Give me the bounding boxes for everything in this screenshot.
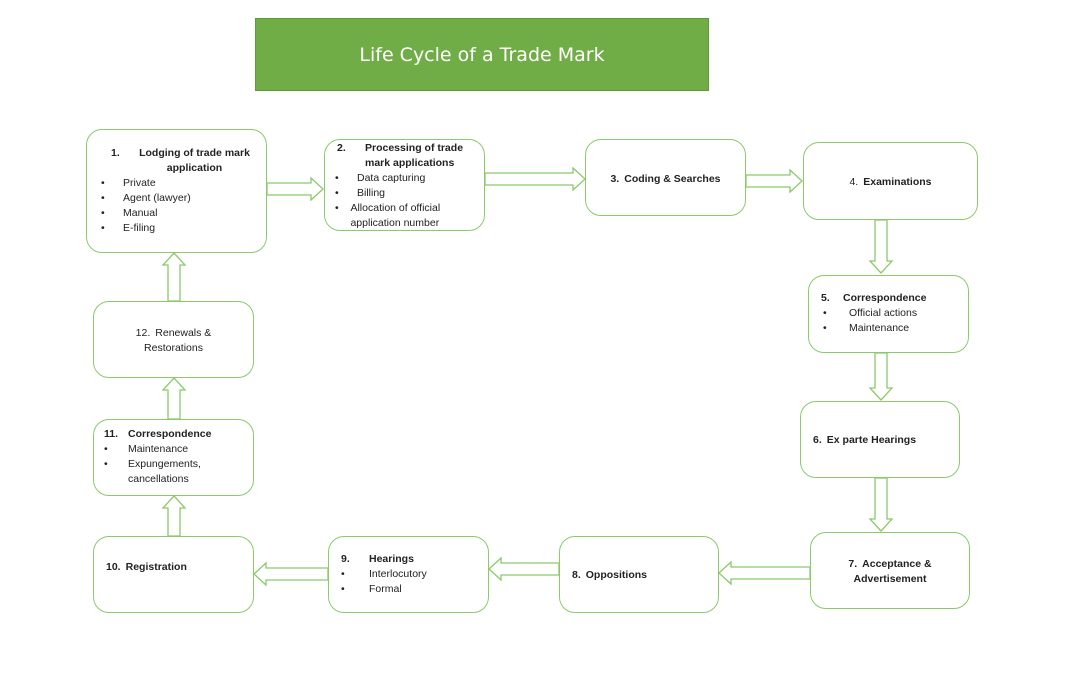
list-item: •Billing	[335, 187, 386, 199]
step-number: 2.	[337, 142, 346, 154]
step-label: Registration	[125, 561, 187, 573]
step-12-renewals-restorations: 12.Renewals & Restorations	[93, 301, 254, 378]
list-item: •Official actions	[823, 307, 918, 319]
step-number: 5.	[821, 292, 830, 304]
step-label: Acceptance & Advertisement	[853, 558, 932, 585]
list-item: •Agent (lawyer)	[101, 192, 191, 204]
step-label: Coding & Searches	[624, 173, 721, 185]
step-number: 4.	[849, 176, 859, 188]
arrow-step-10-to-11-icon	[161, 495, 187, 537]
step-label: Correspondence	[843, 292, 927, 304]
step-items: •Maintenance •Expungements, cancellation…	[100, 442, 247, 487]
arrow-step-12-to-1-icon	[161, 252, 187, 302]
step-label-wrap: 12.Renewals & Restorations	[114, 326, 233, 356]
step-items: •Interlocutory •Formal	[335, 567, 482, 597]
list-item: •Data capturing	[335, 172, 426, 184]
step-6-ex-parte-hearings: 6. Ex parte Hearings	[800, 401, 960, 478]
step-5-correspondence: 5. Correspondence •Official actions •Mai…	[808, 275, 969, 353]
step-number: 9.	[341, 553, 350, 565]
list-item: •Allocation of official application numb…	[335, 202, 441, 229]
list-item: •Interlocutory	[341, 568, 427, 580]
list-item: •Maintenance	[104, 443, 189, 455]
arrow-step-7-to-8-icon	[718, 560, 811, 586]
step-7-acceptance-advertisement: 7.Acceptance & Advertisement	[810, 532, 970, 609]
step-number: 7.	[848, 558, 858, 570]
step-8-oppositions: 8. Oppositions	[559, 536, 719, 613]
step-items: •Data capturing •Billing •Allocation of …	[331, 171, 478, 231]
step-label: Processing of trade mark applications	[365, 142, 464, 169]
step-label: Correspondence	[128, 428, 212, 440]
arrow-step-5-to-6-icon	[868, 352, 894, 401]
step-items: •Private •Agent (lawyer) •Manual •E-fili…	[97, 176, 256, 236]
step-number: 12.	[135, 327, 151, 339]
step-10-registration: 10. Registration	[93, 536, 254, 613]
arrow-step-8-to-9-icon	[488, 556, 560, 582]
step-number: 6.	[813, 434, 822, 446]
step-9-hearings: 9. Hearings •Interlocutory •Formal	[328, 536, 489, 613]
step-number: 1.	[111, 147, 120, 159]
step-label: Renewals & Restorations	[144, 327, 212, 354]
step-number: 10.	[106, 561, 121, 573]
arrow-step-4-to-5-icon	[868, 219, 894, 274]
arrow-step-2-to-3-icon	[484, 166, 586, 192]
list-item: •Maintenance	[823, 322, 910, 334]
step-label: Examinations	[863, 176, 932, 188]
list-item: •Expungements, cancellations	[104, 458, 201, 485]
step-label: Lodging of trade mark application	[139, 147, 250, 174]
arrow-step-1-to-2-icon	[266, 176, 324, 202]
arrow-step-3-to-4-icon	[745, 168, 803, 194]
diagram-title-banner: Life Cycle of a Trade Mark	[255, 18, 709, 91]
step-label: Oppositions	[585, 569, 648, 581]
list-item: •Manual	[101, 207, 158, 219]
arrow-step-6-to-7-icon	[868, 477, 894, 532]
arrow-step-9-to-10-icon	[253, 561, 329, 587]
list-item: •Private	[101, 177, 156, 189]
step-items: •Official actions •Maintenance	[815, 306, 962, 336]
step-2-processing: 2. Processing of trade mark applications…	[324, 139, 485, 231]
step-11-correspondence: 11. Correspondence •Maintenance •Expunge…	[93, 419, 254, 496]
step-1-lodging: 1. Lodging of trade mark application •Pr…	[86, 129, 267, 253]
step-4-examinations: 4. Examinations	[803, 142, 978, 220]
list-item: •E-filing	[101, 222, 156, 234]
step-label-wrap: 7.Acceptance & Advertisement	[825, 557, 955, 587]
step-label: Ex parte Hearings	[826, 434, 917, 446]
step-3-coding-searches: 3. Coding & Searches	[585, 139, 746, 216]
step-number: 11.	[104, 428, 119, 440]
step-number: 3.	[610, 173, 620, 185]
arrow-step-11-to-12-icon	[161, 377, 187, 420]
list-item: •Formal	[341, 583, 402, 595]
diagram-title: Life Cycle of a Trade Mark	[359, 43, 605, 66]
step-label: Hearings	[369, 553, 414, 565]
step-number: 8.	[572, 569, 581, 581]
